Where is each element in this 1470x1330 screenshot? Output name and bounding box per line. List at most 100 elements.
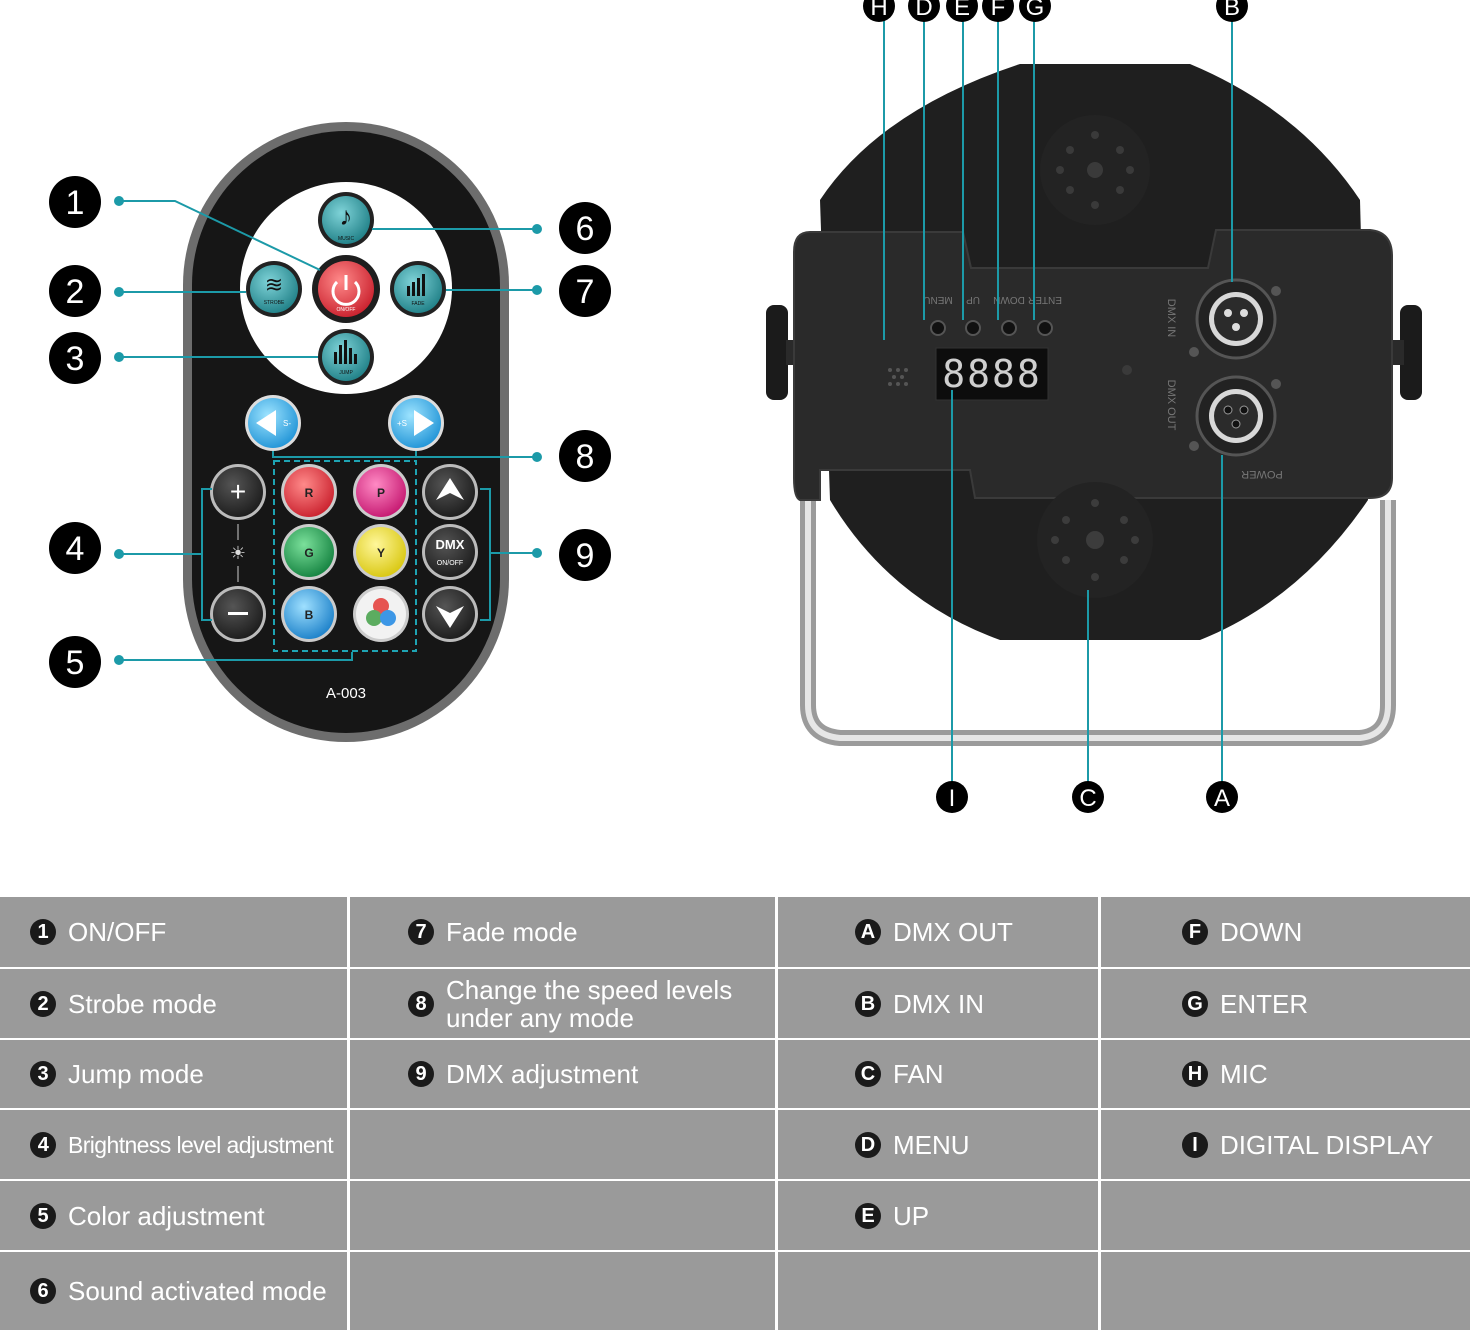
minus-icon (228, 612, 248, 615)
legend-cell-9: 9 DMX adjustment (350, 1040, 775, 1108)
legend-cell-5: 5 Color adjustment (0, 1181, 347, 1250)
legend-badge: 1 (30, 919, 56, 945)
callout-8: 8 (559, 430, 611, 482)
callout-F: F (982, 0, 1014, 22)
svg-text:5: 5 (66, 644, 85, 682)
pink-button[interactable]: P (353, 464, 409, 520)
callout-I: I (936, 781, 968, 813)
left-knob (766, 305, 788, 400)
up-arrow-button[interactable] (422, 464, 478, 520)
brightness-sun-icon: ☀ (230, 543, 246, 563)
svg-text:P: P (377, 486, 385, 500)
red-button[interactable]: R (281, 464, 337, 520)
legend-cell-empty (778, 1252, 1098, 1330)
svg-text:JUMP: JUMP (339, 370, 353, 376)
legend-cell-D: D MENU (778, 1110, 1098, 1179)
dmx-onoff-button[interactable]: DMX ON/OFF (422, 524, 478, 580)
strobe-wave-icon: ≋ (265, 272, 283, 297)
svg-text:H: H (870, 0, 887, 21)
digital-display: 8888 (935, 347, 1049, 401)
legend-cell-F: F DOWN (1101, 897, 1470, 967)
legend-cell-C: C FAN (778, 1040, 1098, 1108)
legend-cell-E: E UP (778, 1181, 1098, 1250)
plus-icon: + (230, 476, 246, 507)
svg-text:S-: S- (283, 419, 291, 428)
svg-text:G: G (1026, 0, 1045, 21)
svg-text:POWER: POWER (1241, 468, 1283, 480)
svg-text:6: 6 (576, 210, 595, 248)
legend-cell-6: 6 Sound activated mode (0, 1252, 347, 1330)
jump-button[interactable]: JUMP (318, 329, 374, 385)
legend-cell-empty (350, 1181, 775, 1250)
yellow-button[interactable]: Y (353, 524, 409, 580)
svg-text:MUSIC: MUSIC (338, 236, 355, 242)
arrow-up-icon (436, 478, 464, 500)
arrow-down-icon (436, 606, 464, 628)
callout-C: C (1072, 781, 1104, 813)
svg-text:F: F (991, 0, 1006, 21)
fade-bars-icon (407, 274, 425, 296)
svg-text:ENTER: ENTER (1028, 294, 1062, 305)
svg-text:STROBE: STROBE (264, 300, 285, 306)
legend-cell-empty (350, 1252, 775, 1330)
svg-text:D: D (915, 0, 932, 21)
legend-table: 1 ON/OFF 2 Strobe mode 3 Jump mode 4 Bri… (0, 897, 1470, 1330)
svg-text:E: E (954, 0, 970, 21)
svg-text:B: B (1224, 0, 1240, 21)
power-button[interactable]: ON/OFF (312, 255, 380, 323)
svg-text:A: A (1214, 785, 1230, 812)
legend-cell-G: G ENTER (1101, 969, 1470, 1038)
callout-A: A (1206, 781, 1238, 813)
rgb-mix-button[interactable] (353, 586, 409, 642)
callout-B: B (1216, 0, 1248, 22)
callout-G: G (1019, 0, 1051, 22)
callout-H: H (863, 0, 895, 22)
callout-6: 6 (559, 202, 611, 254)
svg-text:ON/OFF: ON/OFF (337, 307, 356, 313)
callout-2: 2 (49, 265, 101, 317)
panel-buttons: MENU UP DOWN ENTER (923, 294, 1062, 336)
callout-3: 3 (49, 332, 101, 384)
down-key[interactable] (1001, 320, 1017, 336)
speed-down-button[interactable]: S- (245, 395, 301, 451)
power-icon (331, 280, 361, 306)
brightness-down-button[interactable] (210, 586, 266, 642)
up-key[interactable] (965, 320, 981, 336)
music-button[interactable]: ♪ MUSIC (318, 192, 374, 248)
remote-control: ♪ MUSIC ≋ STROBE ON/OFF FADE (183, 122, 509, 742)
menu-key[interactable] (930, 320, 946, 336)
legend-cell-1: 1 ON/OFF (0, 897, 347, 967)
callout-D: D (908, 0, 940, 22)
music-note-icon: ♪ (340, 201, 353, 231)
dmx-out-connector: DMX OUT (1165, 375, 1281, 457)
legend-cell-B: B DMX IN (778, 969, 1098, 1038)
legend-cell-3: 3 Jump mode (0, 1040, 347, 1108)
callout-7: 7 (559, 265, 611, 317)
svg-text:MENU: MENU (923, 294, 952, 305)
rgb-circles-icon (366, 598, 396, 626)
green-button[interactable]: G (281, 524, 337, 580)
legend-cell-4: 4 Brightness level adjustment (0, 1110, 347, 1179)
legend-cell-I: I DIGITAL DISPLAY (1101, 1110, 1470, 1179)
arrow-right-icon (414, 410, 434, 436)
brightness-up-button[interactable]: + (210, 464, 266, 520)
remote-callouts: 1 2 3 4 5 6 7 8 9 (49, 176, 611, 688)
down-arrow-button[interactable] (422, 586, 478, 642)
strobe-button[interactable]: ≋ STROBE (246, 261, 302, 317)
svg-text:9: 9 (576, 537, 595, 575)
remote-model-label: A-003 (326, 685, 366, 702)
fade-button[interactable]: FADE (390, 261, 446, 317)
legend-cell-empty (350, 1110, 775, 1179)
svg-text:DOWN: DOWN (993, 294, 1025, 305)
legend-cell-7: 7 Fade mode (350, 897, 775, 967)
mic-holes (888, 368, 908, 386)
jump-bars-icon (334, 340, 357, 364)
callout-5: 5 (49, 636, 101, 688)
svg-text:3: 3 (66, 340, 85, 378)
blue-button[interactable]: B (281, 586, 337, 642)
svg-text:8: 8 (576, 438, 595, 476)
speed-up-button[interactable]: +S (388, 395, 444, 451)
svg-text:1: 1 (66, 184, 85, 222)
device-leader-lines (883, 20, 1233, 782)
enter-key[interactable] (1037, 320, 1053, 336)
